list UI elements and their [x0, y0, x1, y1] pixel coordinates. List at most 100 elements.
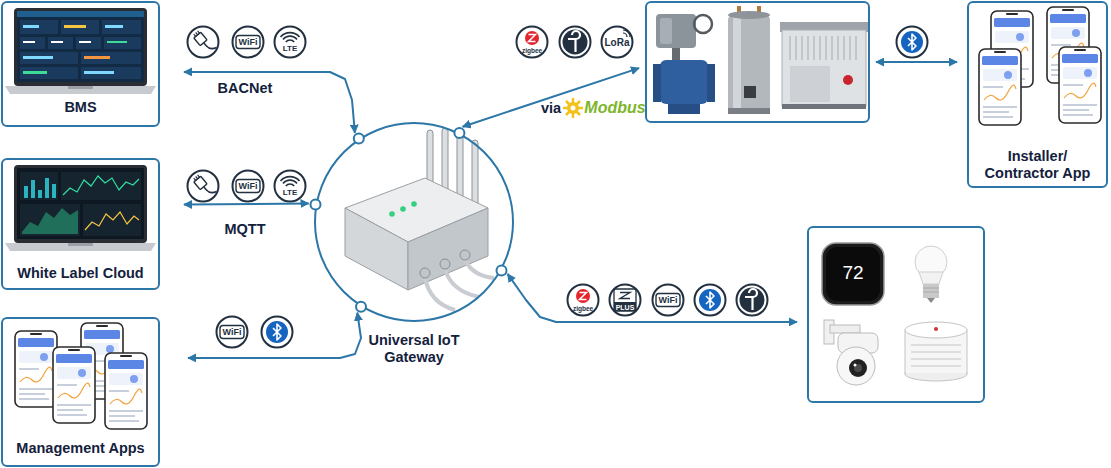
device-box: 72 [807, 226, 985, 403]
protocol-icon-text: WiFi [659, 296, 678, 305]
protocol-icon-text: WiFi [223, 328, 242, 337]
gateway-circle: Universal IoT Gateway [314, 122, 514, 322]
equipment-art [728, 108, 770, 114]
bms-laptop [84, 71, 114, 74]
protocol-icons [262, 317, 293, 348]
smart-devices-art [934, 327, 938, 331]
cloud-laptop [5, 165, 156, 251]
cloud-laptop [38, 190, 42, 198]
equipment-art [782, 104, 866, 109]
gateway-device [389, 211, 395, 217]
bms-laptop [17, 11, 144, 17]
smart-devices-art [923, 284, 939, 298]
smart-devices-art [837, 347, 875, 385]
equipment-art [707, 64, 715, 102]
bms-laptop [23, 71, 47, 74]
node-label: BMS [3, 99, 158, 116]
protocol-icons [188, 27, 928, 348]
management-phones [15, 323, 147, 429]
protocol-icons [233, 171, 264, 202]
gateway-device [457, 133, 463, 201]
installer-phones [979, 7, 1101, 125]
node-label: Universal IoT Gateway [352, 332, 476, 366]
node-label: Management Apps [3, 440, 158, 457]
cloud-laptop [22, 208, 78, 234]
equipment-art [790, 36, 856, 60]
cloud-laptop [83, 204, 141, 236]
smart-devices-art [911, 345, 961, 366]
protocol-icon-text: PLUS [616, 303, 635, 310]
equipment-art [744, 86, 756, 98]
bms-laptop [102, 20, 141, 34]
equipment-art [660, 18, 672, 44]
protocol-icon-text: LTE [283, 189, 298, 197]
protocol-icons [653, 285, 684, 316]
port-dots [497, 266, 507, 276]
equipment-art [733, 17, 741, 111]
protocol-icons [897, 27, 928, 58]
smart-devices-art [905, 322, 967, 338]
modbus-logo-mark [563, 98, 583, 118]
protocol-icons [217, 317, 248, 348]
smart-devices-art [854, 364, 857, 367]
cloud-laptop [52, 184, 56, 198]
port-dots [454, 128, 464, 138]
bms-laptop [79, 41, 91, 43]
cloud-laptop [20, 172, 58, 200]
equipment-art [668, 104, 700, 114]
port-dots [311, 128, 507, 312]
bms-laptop [105, 25, 123, 28]
equipment-art [843, 75, 853, 85]
connector-label: MQTT [224, 222, 265, 237]
bms-laptop [23, 25, 39, 28]
protocol-icons [568, 285, 599, 316]
protocol-icons [188, 171, 219, 202]
protocol-icons [737, 285, 768, 316]
smart-devices-art [830, 325, 860, 333]
bms-laptop [23, 56, 53, 59]
bms-laptop [68, 86, 93, 89]
app-box: Installer/ Contractor App [967, 1, 1108, 188]
management-phones [53, 347, 95, 423]
system-box: BMS [1, 1, 160, 127]
connector-arrow [184, 203, 309, 204]
protocol-logo-text: Modbus [584, 100, 645, 116]
bms-laptop [20, 37, 45, 49]
gateway-device [345, 208, 408, 290]
bms-laptop [84, 56, 110, 59]
smart-devices-art [919, 272, 943, 284]
node-label: Installer/ Contractor App [969, 148, 1106, 182]
protocol-icons [233, 27, 264, 58]
equipment-art [660, 60, 708, 104]
port-dots [356, 302, 366, 312]
cloud-laptop [31, 180, 35, 198]
connector-label: BACNet [218, 81, 273, 96]
gateway-device [472, 140, 478, 208]
protocol-icon-text: LoRa [605, 38, 630, 48]
protocol-icons [275, 27, 306, 58]
port-dots [354, 134, 364, 144]
protocol-icons [275, 171, 306, 202]
cloud-laptop [20, 204, 80, 236]
bms-laptop [61, 20, 99, 34]
equipment-art [653, 64, 661, 102]
protocol-icons [695, 285, 726, 316]
cloud-laptop [45, 178, 49, 198]
installer-phones [979, 49, 1021, 125]
cloud-laptop [85, 212, 139, 230]
equipment-box [645, 1, 870, 123]
gateway-device [400, 206, 406, 212]
system-box: White Label Cloud [1, 158, 160, 290]
cloud-laptop [17, 168, 144, 239]
cloud-laptop [63, 176, 139, 195]
gateway-device [460, 250, 470, 260]
display-reading: 72 [828, 263, 878, 283]
gateway-device [440, 259, 450, 269]
connector-arrow [876, 61, 957, 63]
smart-devices-art [854, 364, 862, 372]
smart-devices-art [923, 288, 939, 292]
gateway-device [420, 268, 430, 278]
installer-phones [1059, 47, 1101, 123]
